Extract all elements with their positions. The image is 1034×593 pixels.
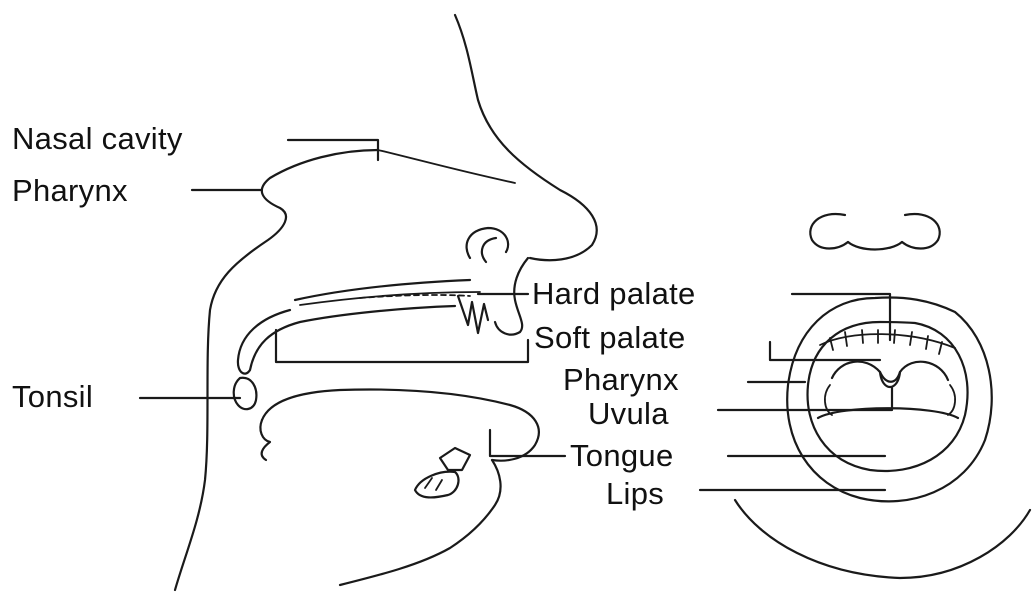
nasal-cavity-curve	[378, 150, 515, 183]
label-pharynx-left: Pharynx	[12, 175, 128, 206]
upper-lip-outline	[495, 258, 528, 335]
label-nasal-cavity: Nasal cavity	[12, 123, 183, 154]
jaw-bone-detail	[425, 478, 442, 490]
soft-palate-outline	[238, 306, 455, 374]
label-lips: Lips	[606, 478, 664, 509]
leader-uvula	[718, 388, 892, 410]
front-tonsil-right	[948, 385, 955, 415]
front-nose-left	[810, 214, 848, 248]
nostril-outline	[467, 228, 509, 258]
tongue-outline	[262, 390, 539, 461]
front-chin	[735, 500, 1030, 578]
tonsil-shape	[234, 378, 257, 409]
label-hard-palate: Hard palate	[532, 278, 696, 309]
label-uvula: Uvula	[588, 398, 669, 429]
throat-notch	[260, 420, 270, 460]
front-upper-teeth	[820, 334, 955, 348]
lower-lip-chin	[340, 460, 501, 585]
label-soft-palate: Soft palate	[534, 322, 686, 353]
front-nose-right	[902, 214, 940, 248]
pharynx-back-wall	[175, 150, 378, 590]
lower-teeth	[440, 448, 470, 470]
label-tonsil: Tonsil	[12, 381, 93, 412]
label-tongue: Tongue	[570, 440, 674, 471]
nostril-inner	[482, 238, 496, 262]
face-profile-outline	[455, 15, 597, 260]
leader-soft-palate	[276, 330, 528, 362]
front-throat-arch	[832, 362, 948, 382]
label-pharynx-right: Pharynx	[563, 364, 679, 395]
upper-teeth	[458, 296, 488, 333]
front-nose-bottom	[848, 242, 902, 250]
jaw-bone	[415, 472, 459, 498]
